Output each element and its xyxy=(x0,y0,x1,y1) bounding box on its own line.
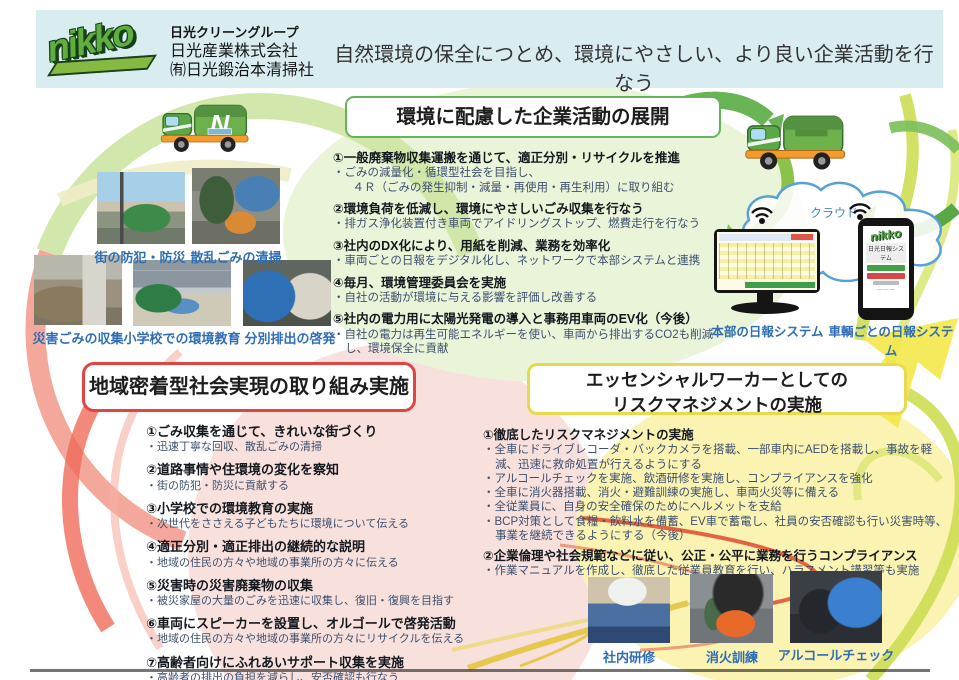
env-item-bullet: ・自社の電力は再生可能エネルギーを使い、車両から排出するCO2も削減し、環境保全… xyxy=(333,328,714,356)
photo-school-education xyxy=(133,260,231,326)
photo-alcohol-check xyxy=(790,571,882,643)
hq-monitor xyxy=(714,229,820,293)
risk-item-bullet: ・全車にドライブレコーダ・バックカメラを搭載、一部車内にAEDを搭載し、事故を軽… xyxy=(483,444,933,471)
photo-caption: 災害ごみの収集 xyxy=(32,331,124,346)
community-item-bullet: ・街の防犯・防災に貢献する xyxy=(146,479,289,492)
community-item-heading: ④適正分別・適正排出の継続的な説明 xyxy=(146,539,366,555)
community-item-bullet: ・高齢者の排出の負担を減らし、安否確認も行なう xyxy=(146,671,399,680)
risk-item-bullet: ・アルコールチェックを実施、飲酒研修を実施し、コンプライアンスを強化 xyxy=(483,472,873,485)
photo-caption: 社内研修 xyxy=(602,650,655,665)
photo-caption: 街の防犯・防災 xyxy=(94,250,186,265)
scan-edge-line xyxy=(30,669,930,672)
env-item-bullet: ・車両ごとの日報をデジタル化し、ネットワークで本部システムと連携 xyxy=(333,255,701,268)
phone-app-title: 日光日報システム xyxy=(866,243,906,263)
photo-sorting-awareness xyxy=(243,260,331,326)
header-band xyxy=(36,10,943,88)
env-item-heading: ④毎月、環境管理委員会を実施 xyxy=(333,275,507,290)
risk-item-bullet: ・全車に消火器搭載、消火・避難訓練の実施し、車両火災等に備える xyxy=(483,487,840,499)
env-item-bullet: ４Ｒ（ごみの発生抑制・減量・再使用・再生利用）に取り組む xyxy=(352,181,675,194)
wifi-icon-monitor xyxy=(751,207,773,224)
cloud-label: クラウド xyxy=(810,206,859,220)
photo-litter-cleanup xyxy=(192,168,280,244)
garbage-truck-icon-left: N xyxy=(160,104,249,152)
env-item-heading: ⑤社内の電力用に太陽光発電の導入と事務用車両のEV化（今後） xyxy=(333,312,698,327)
risk-item-heading: ②企業倫理や社会規範などに従い、公正・公平に業務を行うコンプライアンス xyxy=(483,549,918,563)
garbage-truck-icon-right xyxy=(745,115,846,170)
company-names: 日光クリーングループ 日光産業株式会社 ㈲日光鍛治本清掃社 xyxy=(170,22,314,81)
community-item-heading: ⑥車両にスピーカーを設置し、オルゴールで啓発活動 xyxy=(146,616,456,632)
phone-caption: 車輌ごとの日報システム xyxy=(828,325,954,358)
risk-title-line1: エッセンシャルワーカーとしての xyxy=(586,370,848,390)
community-item-heading: ②道路事情や住環境の変化を察知 xyxy=(146,462,340,478)
community-item-heading: ①ごみ収集を通じて、きれいな街づくり xyxy=(146,424,378,439)
photo-caption: 散乱ごみの清掃 xyxy=(190,250,282,265)
env-item-heading: ①一般廃棄物収集運搬を通じて、適正分別・リサイクルを推進 xyxy=(333,151,680,165)
community-item-bullet: ・被災家屋の大量のごみを迅速に収集し、復旧・復興を目指す xyxy=(146,594,454,607)
photo-caption: アルコールチェック xyxy=(777,648,895,663)
risk-item-heading: ①徹底したリスクマネジメントの実施 xyxy=(483,428,694,442)
photo-caption: 消火訓練 xyxy=(705,650,758,665)
env-item-bullet: ・排ガス浄化装置付き車両でアイドリングストップ、燃費走行を行なう xyxy=(333,218,701,231)
community-item-heading: ⑤災害時の災害廃棄物の収集 xyxy=(146,577,314,593)
community-item-bullet: ・次世代をささえる子どもたちに環境について伝える xyxy=(146,518,410,531)
community-item-heading: ⑦高齢者向けにふれあいサポート収集を実施 xyxy=(146,654,405,670)
phone-red-bar xyxy=(867,273,905,279)
hq-monitor-screen xyxy=(717,232,817,290)
risk-item-bullet: ・BCP対策として食糧・飲料水を備蓄、EV車で蓄電し、社員の安否確認も行い災害時… xyxy=(483,515,948,542)
risk-section-title: エッセンシャルワーカーとしての リスクマネジメントの実施 xyxy=(527,363,907,415)
community-item-bullet: ・地域の住民の方々や地域の事業所の方々に伝える xyxy=(146,556,399,569)
photo-disaster-waste xyxy=(34,255,122,325)
risk-item-list: ①徹底したリスクマネジメントの実施 ・全車にドライブレコーダ・バックカメラを搭載… xyxy=(483,422,951,579)
monitor-base xyxy=(731,302,799,314)
risk-item-bullet: ・全従業員に、自身の安全確保のためにヘルメットを支給 xyxy=(483,501,782,514)
nikko-logo: nikko xyxy=(43,12,172,94)
env-section-title: 環境に配慮した企業活動の展開 xyxy=(345,96,721,138)
env-item-bullet: ・自社の活動が環境に与える影響を評価し改善する xyxy=(333,291,598,304)
phone-nikko-logo: nikko xyxy=(869,225,903,245)
risk-title-line2: リスクマネジメントの実施 xyxy=(612,395,822,416)
env-item-heading: ②環境負荷を低減し、環境にやさしいごみ収集を行なう xyxy=(333,202,644,217)
community-item-list: ①ごみ収集を通じて、きれいな街づくり ・迅速丁寧な回収、散乱ごみの清掃 ②道路事… xyxy=(146,416,484,680)
phone-footer-text: — — — xyxy=(877,287,895,293)
vehicle-smartphone: nikko 日光日報システム — — — xyxy=(858,218,914,320)
photo-caption: 分別排出の啓発 xyxy=(244,331,336,346)
monitor-stand xyxy=(757,291,773,304)
photo-city-security xyxy=(97,172,185,244)
env-item-list: ①一般廃棄物収集運搬を通じて、適正分別・リサイクルを推進 ・ごみの減量化・循環型… xyxy=(333,144,735,357)
photo-caption: 小学校での環境教育 xyxy=(123,331,241,346)
community-item-heading: ③小学校での環境教育の実施 xyxy=(146,500,314,516)
community-section-title: 地域密着型社会実現の取り組み実施 xyxy=(82,362,416,412)
monitor-caption: 本部の日報システム xyxy=(711,325,824,339)
community-item-bullet: ・地域の住民の方々や地域の事業所の方々にリサイクルを伝える xyxy=(146,633,465,646)
phone-gray-bar xyxy=(873,281,899,285)
phone-green-bar xyxy=(867,265,905,271)
community-item-bullet: ・迅速丁寧な回収、散乱ごみの清掃 xyxy=(146,441,322,454)
company-name-2: ㈲日光鍛治本清掃社 xyxy=(170,61,315,79)
env-item-heading: ③社内のDX化により、用紙を削減、業務を効率化 xyxy=(333,238,611,253)
vehicle-smartphone-screen: nikko 日光日報システム — — — xyxy=(863,226,909,308)
corporate-slogan: 自然環境の保全につとめ、環境にやさしい、より良い企業活動を行なう xyxy=(334,44,934,95)
wifi-icon-phone xyxy=(849,203,871,220)
photo-fire-drill xyxy=(690,574,773,643)
company-name-1: 日光産業株式会社 xyxy=(170,43,299,60)
group-name: 日光クリーングループ xyxy=(170,25,299,40)
photo-internal-training xyxy=(588,577,670,643)
env-item-bullet: ・ごみの減量化・循環型社会を目指し、 xyxy=(333,167,540,180)
